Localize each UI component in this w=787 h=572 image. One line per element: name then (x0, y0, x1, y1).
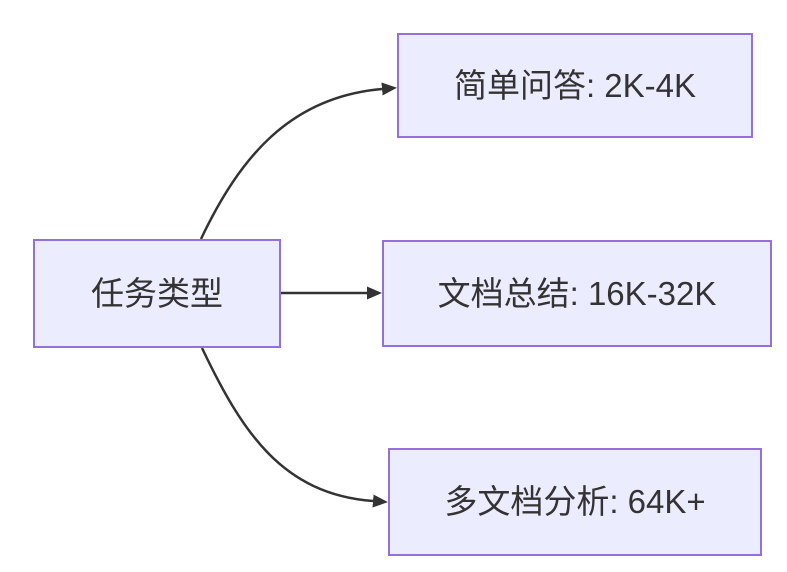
edge-task-to-simple-qa (199, 82, 397, 240)
node-simple-qa: 简单问答: 2K-4K (397, 33, 753, 138)
node-task-type: 任务类型 (33, 239, 281, 348)
node-simple-qa-label: 简单问答: 2K-4K (453, 66, 697, 104)
node-multidoc-analysis: 多文档分析: 64K+ (388, 448, 762, 556)
node-multidoc-analysis-label: 多文档分析: 64K+ (444, 483, 706, 521)
node-doc-summary: 文档总结: 16K-32K (382, 240, 772, 347)
edge-task-to-multidoc-analysis (200, 347, 388, 508)
node-task-type-label: 任务类型 (91, 274, 223, 312)
node-doc-summary-label: 文档总结: 16K-32K (437, 274, 717, 312)
